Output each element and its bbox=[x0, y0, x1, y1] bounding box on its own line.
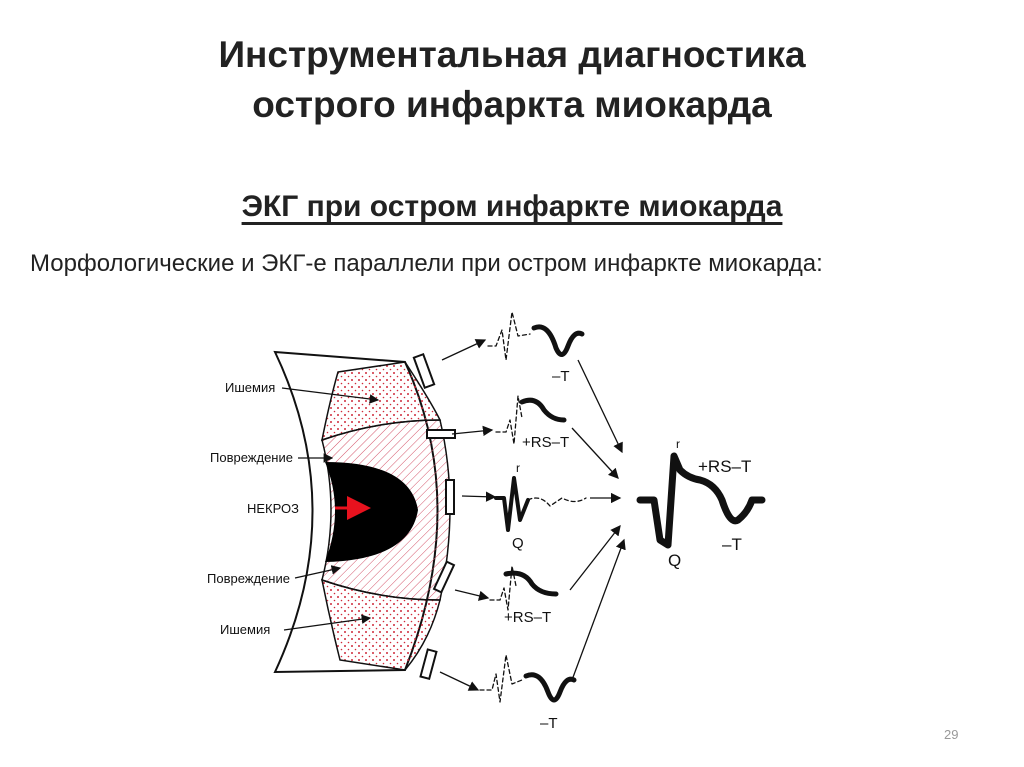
ecg-trace-bottom bbox=[479, 654, 523, 703]
ischemia-zone-bottom bbox=[321, 578, 441, 671]
ecg-label-rs-t-lower: +RS–T bbox=[504, 609, 551, 626]
ecg-label-r-center: r bbox=[516, 461, 520, 475]
caption-text: Морфологические и ЭКГ-е параллели при ос… bbox=[30, 250, 823, 277]
subtitle-text: ЭКГ при остром инфаркте миокарда bbox=[241, 190, 783, 223]
label-injury-bottom: Повреждение bbox=[207, 571, 290, 586]
ecg-trace-top bbox=[487, 311, 531, 361]
title-line-2: острого инфаркта миокарда bbox=[252, 84, 772, 125]
ecg-trace-upper bbox=[495, 395, 523, 445]
ecg-label-neg-t-bottom: –T bbox=[540, 715, 558, 732]
necrosis-zone bbox=[325, 462, 418, 562]
lead-arrows bbox=[439, 339, 497, 691]
ecg-trace-result bbox=[636, 452, 766, 549]
ecg-label-q-center: Q bbox=[512, 535, 524, 552]
ecg-label-rs-t-upper: +RS–T bbox=[522, 434, 569, 451]
electrodes bbox=[412, 352, 456, 681]
slide-title: Инструментальная диагностика острого инф… bbox=[0, 30, 1024, 130]
converging-arrows bbox=[569, 359, 626, 681]
label-ischemia-top: Ишемия bbox=[225, 380, 275, 395]
zone-labels: Ишемия Повреждение НЕКРОЗ Повреждение Иш… bbox=[207, 380, 380, 637]
ecg-label-result-q: Q bbox=[668, 551, 681, 570]
ecg-trace-lower bbox=[489, 565, 517, 611]
page-number: 29 bbox=[944, 727, 959, 742]
ecg-traces bbox=[479, 311, 766, 703]
ecg-label-result-neg-t: –T bbox=[722, 535, 742, 554]
slide-subtitle: ЭКГ при остром инфаркте миокарда bbox=[0, 190, 1024, 224]
label-ischemia-bottom: Ишемия bbox=[220, 622, 270, 637]
ecg-label-result-rs-t: +RS–T bbox=[698, 457, 751, 476]
label-necrosis: НЕКРОЗ bbox=[247, 501, 299, 516]
label-injury-top: Повреждение bbox=[210, 450, 293, 465]
ecg-labels: –T +RS–T r Q +RS–T –T r +RS–T Q –T bbox=[504, 368, 751, 732]
ecg-label-neg-t-top: –T bbox=[552, 368, 570, 385]
ecg-label-result-r: r bbox=[676, 437, 680, 451]
heart-wall bbox=[273, 350, 451, 674]
title-line-1: Инструментальная диагностика bbox=[218, 34, 806, 75]
ecg-trace-center bbox=[494, 476, 530, 532]
